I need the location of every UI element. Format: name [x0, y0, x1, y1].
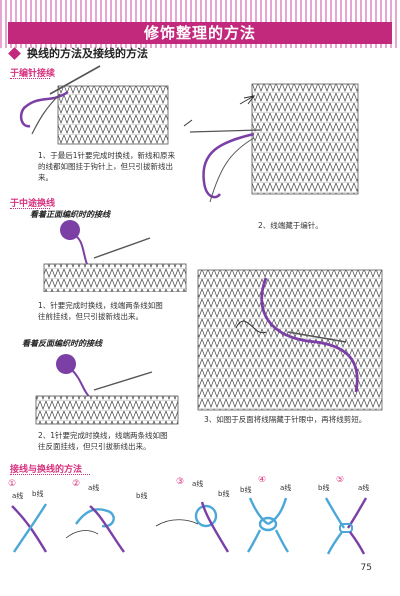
edge-join-step1: 1、于最后1针要完成时换线，新线和原来的线都如图挂于钩针上，但只引拔新线出来。 [38, 151, 176, 182]
knot-step-5-a: a线 [358, 483, 369, 492]
hide-tail-caption: 3、如图于反面将线隔藏于针眼中，再将线剪短。 [204, 415, 367, 424]
knot-step-5-num: ⑤ [336, 476, 344, 485]
header-band: 修饰整理的方法 [0, 0, 400, 48]
front-join-caption: 1、针要完成时换线，线端两条线如图往前挂线，但只引拔新线出来。 [38, 301, 163, 321]
edge-join-step2: 2、线端藏于编针。 [258, 221, 323, 230]
knot-step-5-b: b线 [318, 483, 329, 492]
knot-step-1-a: a线 [12, 491, 23, 500]
page-number: 75 [360, 563, 372, 573]
title-bar: 修饰整理的方法 [8, 22, 392, 44]
knot-step-1-b: b线 [32, 489, 43, 498]
knot-step-4-b: b线 [240, 485, 251, 494]
mid-join-label: 于中途换线 [10, 199, 56, 209]
front-side-label: 看着正面编织时的接线 [30, 210, 110, 219]
edge-join-underline [10, 78, 50, 79]
knot-step-1-num: ① [8, 479, 16, 489]
knot-steps-illustration: ① a线 b线 ② a线 b线 ③ a线 b线 ④ b线 a线 ⑤ b线 a线 [8, 476, 369, 555]
knot-step-3-b: b线 [218, 489, 229, 498]
knot-step-2-b: b线 [136, 491, 147, 500]
knot-underline [10, 474, 90, 475]
back-side-label: 看着反面编织时的接线 [22, 339, 102, 348]
knot-step-4-a: a线 [280, 483, 291, 492]
hide-tail-illustration [197, 269, 383, 411]
edge-join-illustration-2 [183, 83, 359, 203]
section-heading-text: 换线的方法及接线的方法 [27, 47, 148, 60]
knot-step-2-num: ② [72, 479, 80, 489]
knot-step-3-num: ③ [176, 477, 184, 487]
edge-join-label: 于编针接续 [10, 69, 56, 79]
front-join-illustration [43, 220, 187, 292]
knot-step-2-a: a线 [88, 483, 99, 492]
knot-step-4-num: ④ [258, 476, 266, 485]
page-title: 修饰整理的方法 [143, 24, 256, 42]
knot-label: 接线与换线的方法 [10, 465, 83, 475]
knot-step-3-a: a线 [192, 479, 203, 488]
diamond-bullet-icon [8, 46, 21, 60]
back-join-illustration [35, 354, 179, 425]
mid-join-underline [10, 208, 50, 209]
section-heading: 换线的方法及接线的方法 [8, 46, 148, 60]
back-join-caption: 2、1针要完成时换线，线端两条线如图往反面挂线，但只引拔新线出来。 [38, 431, 168, 451]
edge-join-illustration [19, 65, 169, 145]
